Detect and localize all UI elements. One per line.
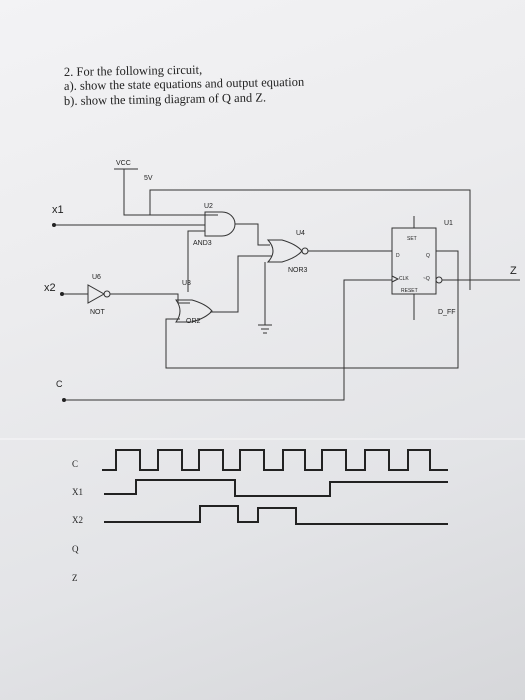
nor-gate-ref: U4 <box>296 230 305 237</box>
nor-gate <box>266 239 303 263</box>
not-gate <box>87 284 106 304</box>
vcc-bar <box>114 168 218 216</box>
or-gate <box>175 299 213 323</box>
qbar-bubble <box>435 276 443 284</box>
timing-label-x2: X2 <box>72 515 83 525</box>
and-gate <box>204 211 236 237</box>
dff-ref: U1 <box>444 220 453 227</box>
dff-set-label: SET <box>407 236 417 242</box>
not-gate-ref: U6 <box>92 274 101 281</box>
or-gate-ref: U3 <box>182 280 191 287</box>
nor-bubble <box>301 247 309 255</box>
nor-gate-type: NOR3 <box>288 267 308 274</box>
output-z-label: Z <box>510 265 517 277</box>
clock-wire <box>64 279 392 401</box>
input-c-label: C <box>56 379 63 389</box>
timing-x2-waveform <box>104 505 448 525</box>
or-gate-type: OR2 <box>186 318 201 325</box>
timing-label-z: Z <box>72 573 78 583</box>
and-input-3 <box>187 230 205 292</box>
q-feedback-wire <box>165 250 459 369</box>
dff-q-label: Q <box>426 253 430 259</box>
timing-label-c: C <box>72 459 79 469</box>
timing-label-q: Q <box>72 544 79 554</box>
and-gate-ref: U2 <box>204 203 213 210</box>
dff-clk-label: CLK <box>399 276 409 282</box>
timing-label-x1: X1 <box>72 487 83 497</box>
and-to-nor-wire <box>235 223 270 246</box>
timing-x1-waveform <box>104 479 448 497</box>
ground-symbol <box>258 262 272 334</box>
dff-qbar-label: ~Q <box>423 276 430 282</box>
dff-clk-triangle <box>391 275 400 283</box>
not-to-or-wire <box>110 293 190 304</box>
input-x2-label: x2 <box>44 282 56 294</box>
or-to-nor-wire <box>210 255 272 313</box>
dff-d-label: D <box>396 253 400 259</box>
voltage-label: 5V <box>144 175 153 182</box>
dff-type: D_FF <box>438 309 456 316</box>
paper-fold <box>0 438 525 440</box>
vcc-label: VCC <box>116 160 131 167</box>
not-gate-type: NOT <box>90 309 105 316</box>
input-x1-label: x1 <box>52 204 64 216</box>
vcc-loop-wire <box>149 189 471 290</box>
and-gate-type: AND3 <box>193 240 212 247</box>
timing-c-waveform <box>102 449 448 471</box>
dff-reset-label: RESET <box>401 288 418 294</box>
